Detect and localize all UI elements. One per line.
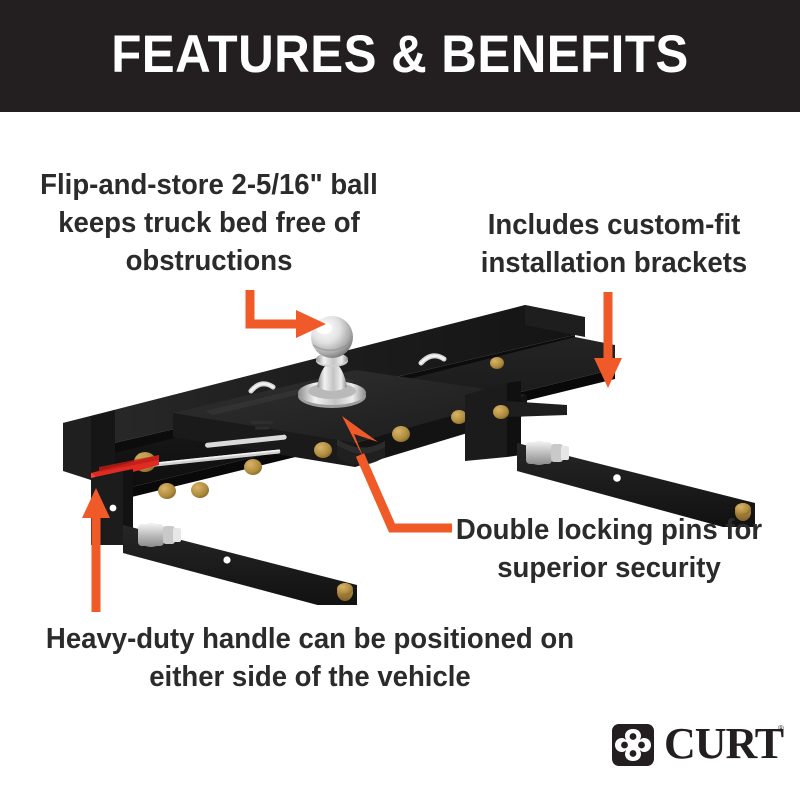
hitch-rail-right-end [525,305,585,337]
curt-clover-mark-icon [612,724,654,766]
page-title: FEATURES & BENEFITS [111,25,689,84]
registered-trademark-mark: ® [778,724,784,733]
installation-bracket-right [465,357,755,527]
installation-bracket-left [91,469,357,605]
product-illustration [63,305,755,605]
curt-logo: CURT ® [612,719,784,768]
chrome-lock-rod [150,434,287,467]
safety-chain-loops [248,353,447,394]
callout-text-custom-fit-brackets: Includes custom-fit installation bracket… [480,209,748,279]
gooseneck-ball [298,316,366,408]
header-bar: FEATURES & BENEFITS [0,0,800,112]
callout-text-heavy-duty-handle: Heavy-duty handle can be positioned on e… [45,623,575,693]
callout-text-flip-and-store-ball: Flip-and-store 2-5/16" ball keeps truck … [40,169,378,277]
callout-text-double-locking-pins: Double locking pins for superior securit… [455,514,763,584]
curt-wordmark: CURT ® [664,719,784,768]
curt-wordmark-text: CURT [664,719,784,768]
